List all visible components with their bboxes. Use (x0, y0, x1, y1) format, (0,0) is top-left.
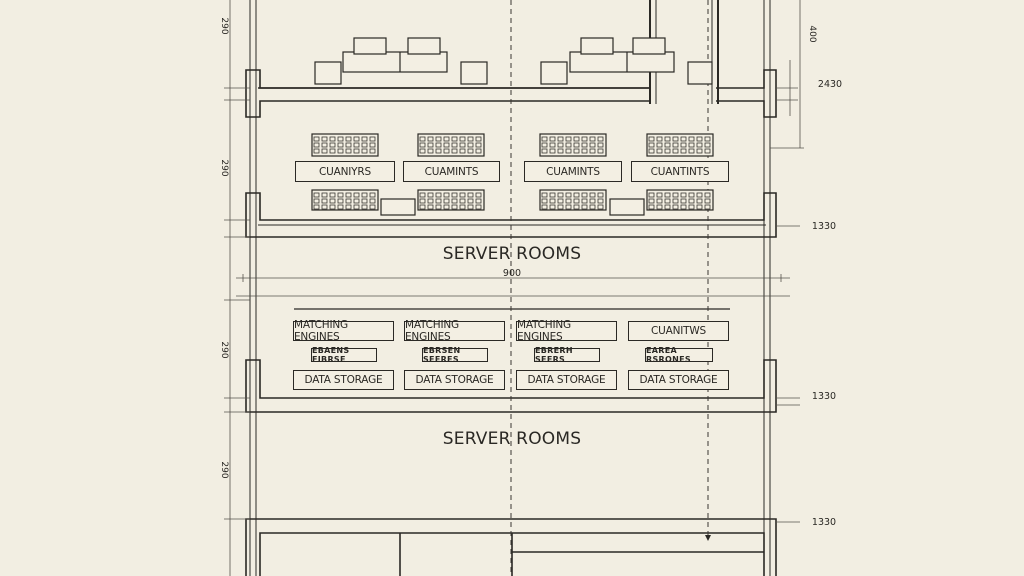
network-label: EBRSEN SEERES (422, 346, 488, 364)
dimension-right: 1330 (811, 517, 837, 528)
network-label: EBRERH SEERS (534, 346, 600, 364)
data-storage-label: DATA STORAGE (516, 370, 617, 390)
equipment-label: CUANIYRS (295, 161, 395, 182)
matching-engine-label: MATCHING ENGINES (516, 319, 617, 343)
dimension-center: 900 (502, 268, 522, 279)
dimension-left: 290 (219, 461, 229, 479)
console-unit (380, 198, 416, 216)
dimension-right: 1330 (811, 391, 837, 402)
dimension-left: 290 (219, 159, 229, 177)
second-floor-slab (245, 192, 777, 238)
network-label: EBAENS FIBRSE (311, 346, 377, 364)
section-title-upper: SERVER ROOMS (442, 244, 582, 264)
server-rack-upper (311, 133, 379, 157)
bottom-floor-slab (245, 518, 777, 576)
equipment-label: CUANTINTS (631, 161, 729, 182)
data-storage-label: DATA STORAGE (628, 370, 729, 390)
server-rack-lower (417, 189, 485, 211)
data-storage-label: DATA STORAGE (293, 370, 394, 390)
section-title-lower: SERVER ROOMS (442, 429, 582, 449)
dimension-left: 290 (219, 341, 229, 359)
matching-engine-label: MATCHING ENGINES (404, 319, 505, 343)
arrow-head (705, 535, 711, 541)
server-rack-lower (539, 189, 607, 211)
server-rack-upper (646, 133, 714, 157)
equipment-label: CUAMINTS (524, 161, 622, 182)
server-rack-lower (646, 189, 714, 211)
server-rack-lower (311, 189, 379, 211)
matching-engine-label: MATCHING ENGINES (293, 319, 394, 343)
dimension-left: 290 (219, 17, 229, 35)
dimension-right: 2430 (817, 79, 843, 90)
server-rack-upper (417, 133, 485, 157)
console-unit (609, 198, 645, 216)
dimension-right: 1330 (811, 221, 837, 232)
trading-desks (314, 37, 713, 85)
third-floor-slab (245, 359, 777, 413)
server-rack-upper (539, 133, 607, 157)
equipment-label: CUAMINTS (403, 161, 500, 182)
dimension-right-vertical: 400 (807, 25, 817, 43)
matching-engine-label: CUANITWS (628, 321, 729, 341)
network-label: EAREA RSRONES (645, 346, 713, 364)
data-storage-label: DATA STORAGE (404, 370, 505, 390)
